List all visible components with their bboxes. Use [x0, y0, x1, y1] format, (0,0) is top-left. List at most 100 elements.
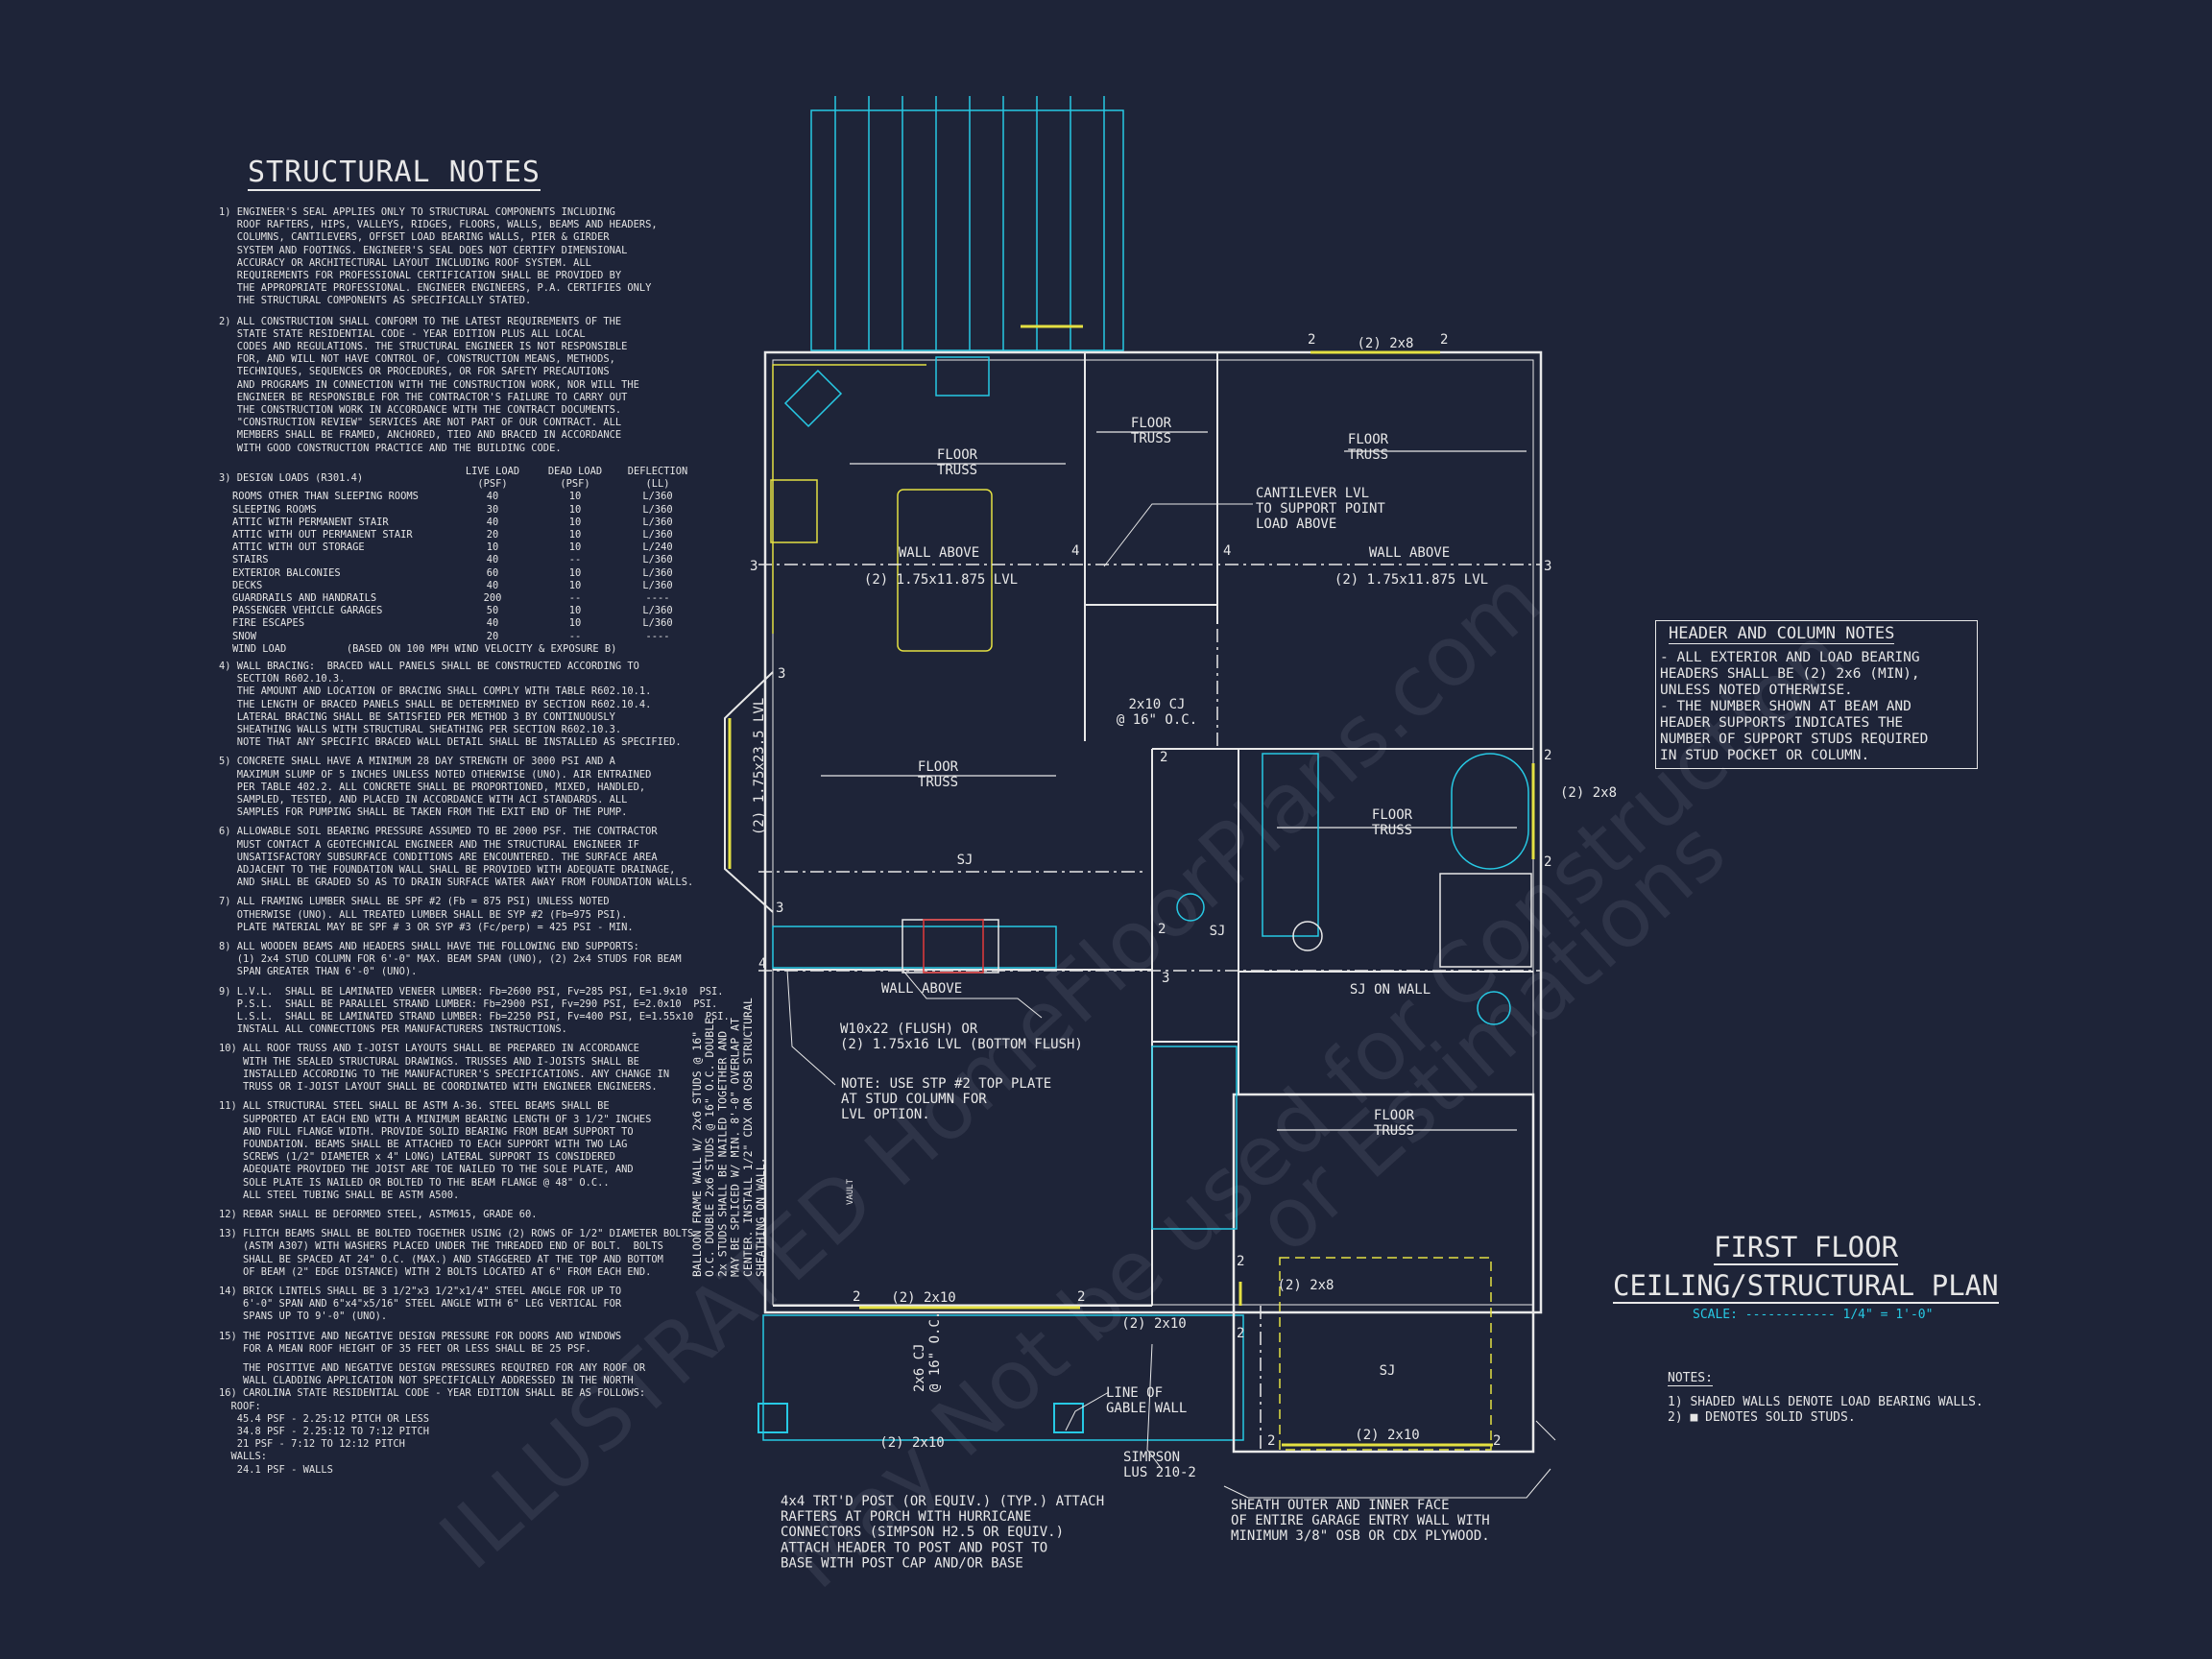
note-item: 15) THE POSITIVE AND NEGATIVE DESIGN PRE…	[219, 1330, 622, 1355]
design-loads-heading: 3) DESIGN LOADS (R301.4)	[219, 471, 364, 484]
stud-count: 4	[758, 956, 766, 972]
design-load-cell: SNOW	[232, 630, 257, 642]
design-load-cell: L/360	[642, 579, 673, 591]
design-load-cell: L/360	[642, 617, 673, 630]
design-load-cell: 10	[568, 579, 582, 591]
design-load-cell: 10	[568, 605, 582, 617]
stud-count: 2	[1544, 748, 1551, 763]
label-sj-1: SJ	[957, 853, 974, 868]
label-lvl-side: (2) 1.75x23.5 LVL	[752, 698, 767, 835]
structural-notes-title: STRUCTURAL NOTES	[248, 156, 541, 191]
design-load-cell: FIRE ESCAPES	[232, 617, 305, 630]
stud-count: 2	[1237, 1254, 1244, 1269]
design-load-cell: 10	[568, 516, 582, 528]
toilet	[1292, 921, 1323, 951]
label-lvl-1: (2) 1.75x11.875 LVL	[864, 572, 1018, 588]
header-notes-box	[1655, 620, 1978, 769]
structural-notes-body-2: 4) WALL BRACING: BRACED WALL PANELS SHAL…	[219, 661, 730, 1483]
design-load-cell: STAIRS	[232, 554, 269, 566]
design-load-cell: L/360	[642, 605, 673, 617]
design-load-cell: L/360	[642, 491, 673, 503]
stud-count: 3	[1544, 559, 1551, 574]
stud-count: 3	[776, 901, 783, 916]
lvl-beam	[772, 926, 1057, 969]
porch	[762, 1314, 1244, 1441]
col-dead-load: DEAD LOAD (PSF)	[547, 466, 603, 491]
label-wall-above-3: WALL ABOVE	[881, 981, 962, 997]
design-load-cell: 10	[568, 503, 582, 516]
stud-count: 2	[1493, 1433, 1501, 1449]
stud-count: 2	[1308, 332, 1315, 348]
steel-beam-flange	[923, 919, 984, 974]
col-live-load: LIVE LOAD (PSF)	[465, 466, 520, 491]
note-item: 1) ENGINEER'S SEAL APPLIES ONLY TO STRUC…	[219, 206, 658, 307]
label-2x8-top: (2) 2x8	[1357, 336, 1413, 351]
design-load-cell: PASSENGER VEHICLE GARAGES	[232, 605, 383, 617]
label-post-note: 4x4 TRT'D POST (OR EQUIV.) (TYP.) ATTACH…	[781, 1494, 1104, 1571]
label-vault: VAULT	[846, 1178, 855, 1205]
stud-count: 2	[1544, 854, 1551, 870]
stairs	[1151, 1046, 1238, 1230]
note-item: 14) BRICK LINTELS SHALL BE 3 1/2"x3 1/2"…	[219, 1285, 622, 1323]
label-2x8-garage: (2) 2x8	[1277, 1278, 1334, 1293]
note-item: 7) ALL FRAMING LUMBER SHALL BE SPF #2 (F…	[219, 896, 634, 933]
note-item: 10) ALL ROOF TRUSS AND I-JOIST LAYOUTS S…	[219, 1043, 670, 1094]
stud-count: 2	[1077, 1289, 1085, 1305]
stud-count: 4	[1223, 543, 1231, 559]
design-load-cell: 10	[568, 491, 582, 503]
header-notes-title: HEADER AND COLUMN NOTES	[1669, 624, 1895, 644]
design-load-cell: --	[568, 630, 582, 642]
note-item: 13) FLITCH BEAMS SHALL BE BOLTED TOGETHE…	[219, 1228, 694, 1278]
beams	[758, 370, 1541, 1450]
headers	[859, 325, 1535, 1447]
plan-notes-lines: 1) SHADED WALLS DENOTE LOAD BEARING WALL…	[1668, 1395, 1984, 1425]
stud-count: 2	[1237, 1326, 1244, 1341]
structural-notes-body: 1) ENGINEER'S SEAL APPLIES ONLY TO STRUC…	[219, 206, 718, 463]
design-load-cell: DECKS	[232, 579, 263, 591]
cooktop	[770, 479, 818, 543]
stud-count: 4	[1071, 543, 1079, 559]
label-2x8-right: (2) 2x8	[1560, 785, 1617, 801]
note-item: 5) CONCRETE SHALL HAVE A MINIMUM 28 DAY …	[219, 756, 652, 819]
fixture-circle	[1477, 991, 1511, 1025]
shower	[1439, 873, 1532, 968]
design-load-cell: 30	[486, 503, 499, 516]
label-2x10-garage-door: (2) 2x10	[1355, 1428, 1419, 1443]
label-2x10-cj: 2x10 CJ@ 16" O.C.	[1117, 697, 1197, 728]
note-item: 6) ALLOWABLE SOIL BEARING PRESSURE ASSUM…	[219, 826, 694, 889]
note-item: 12) REBAR SHALL BE DEFORMED STEEL, ASTM6…	[219, 1208, 538, 1220]
plan-notes-title: NOTES:	[1668, 1371, 1713, 1386]
design-load-cell: L/360	[642, 554, 673, 566]
design-load-cell: --	[568, 592, 582, 605]
label-2x10-entry: (2) 2x10	[1121, 1316, 1186, 1332]
garage-car-zone	[1279, 1257, 1492, 1451]
label-sj-2: SJ	[1380, 1363, 1396, 1379]
label-2x10-porch: (2) 2x10	[879, 1435, 944, 1451]
design-load-cell: 10	[568, 566, 582, 579]
design-load-cell: ROOMS OTHER THAN SLEEPING ROOMS	[232, 491, 419, 503]
plan-title-line2: CEILING/STRUCTURAL PLAN	[1613, 1269, 1999, 1304]
label-sj-on-wall: SJ ON WALL	[1350, 982, 1431, 998]
bay-window	[724, 671, 774, 913]
design-load-cell: L/360	[642, 503, 673, 516]
kitchen-counter	[772, 364, 926, 634]
col-deflection: DEFLECTION (LL)	[627, 466, 688, 491]
design-load-cell: --	[568, 554, 582, 566]
header-notes-lines: - ALL EXTERIOR AND LOAD BEARING HEADERS …	[1660, 650, 1929, 763]
wind-load: WIND LOAD (BASED ON 100 MPH WIND VELOCIT…	[232, 642, 617, 655]
design-load-cell: ATTIC WITH OUT PERMANENT STAIR	[232, 529, 413, 541]
design-load-cell: 40	[486, 516, 499, 528]
design-load-cell: 20	[486, 630, 499, 642]
design-load-cell: 200	[483, 592, 502, 605]
